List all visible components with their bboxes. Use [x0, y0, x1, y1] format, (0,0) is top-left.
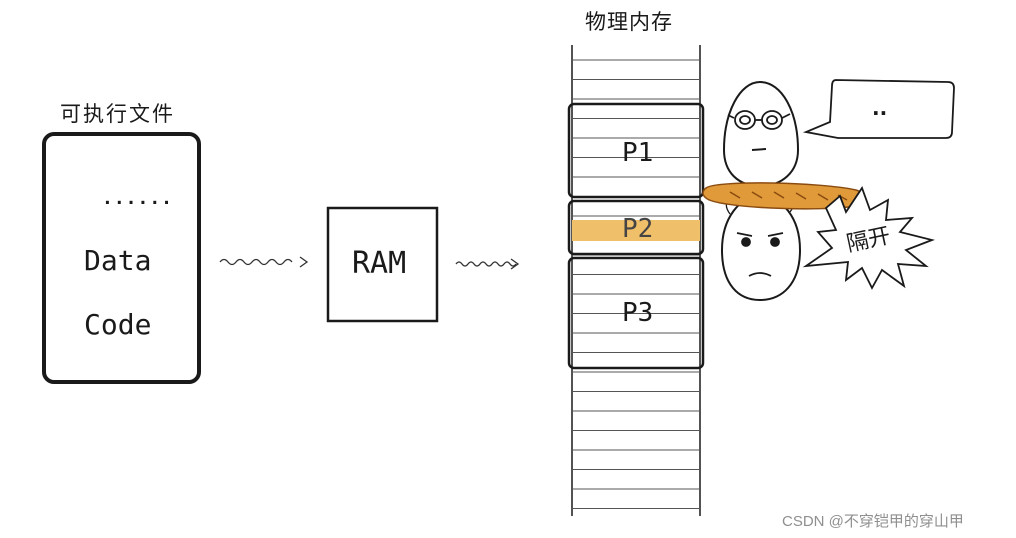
- executable-data-label: Data: [84, 244, 152, 277]
- ram-label: RAM: [352, 246, 407, 281]
- speech-bubble: [802, 79, 955, 139]
- physical-memory-column: [571, 45, 701, 516]
- speech-text: ..: [872, 96, 888, 120]
- egg-character-bottom: [720, 193, 802, 302]
- process-label-p3: P3: [622, 298, 654, 328]
- glasses-icon: [727, 110, 791, 130]
- angry-eyes: [736, 232, 784, 277]
- watermark: CSDN @不穿铠甲的穿山甲: [782, 513, 964, 530]
- executable-ellipsis: ......: [102, 188, 174, 209]
- arrow-ram-to-memory: [455, 258, 520, 270]
- process-label-p1: P1: [622, 138, 654, 168]
- process-label-p2: P2: [622, 214, 654, 244]
- process-box-p1: [567, 102, 705, 199]
- executable-file-box: [42, 132, 201, 384]
- arrow-exe-to-ram: [219, 256, 309, 268]
- memory-title: 物理内存: [585, 10, 673, 34]
- ram-box: [326, 206, 439, 323]
- process-box-p3: [567, 256, 705, 370]
- executable-title: 可执行文件: [60, 102, 175, 126]
- egg-character-top: [722, 80, 800, 188]
- burst-bubble: [802, 186, 935, 290]
- p2-highlight: [572, 220, 700, 241]
- process-box-p2: [567, 199, 705, 256]
- executable-code-label: Code: [84, 308, 152, 341]
